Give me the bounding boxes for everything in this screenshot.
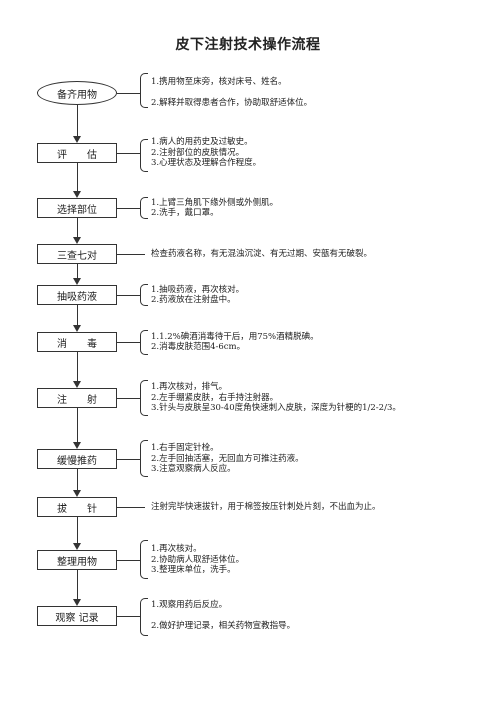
step-box: 拔 针 — [37, 497, 117, 517]
detail-line: 注射完毕快速拔针，用于棉签按压针刺处片刻，不出血为止。 — [151, 502, 381, 512]
connector-line — [117, 208, 140, 209]
step-box: 评 估 — [37, 143, 117, 163]
arrow-head — [73, 543, 81, 550]
detail-line: 1.再次核对。 — [151, 544, 202, 555]
bracket — [140, 598, 148, 636]
arrow-head — [73, 490, 81, 497]
bracket — [140, 73, 148, 108]
detail-line: 1.右手固定针栓。 — [151, 443, 219, 454]
connector-line — [117, 342, 140, 343]
detail-line: 1.1.2%碘酒消毒待干后，用75%酒精脱碘。 — [151, 331, 319, 342]
detail-line: 1.病人的用药史及过敏史。 — [151, 137, 253, 148]
detail-line: 1.再次核对，排气。 — [151, 382, 228, 393]
connector-line — [117, 93, 140, 94]
arrow-line — [77, 218, 78, 237]
arrow-line — [77, 305, 78, 325]
bracket — [140, 284, 148, 306]
step-box: 消 毒 — [37, 332, 117, 352]
bracket — [140, 540, 148, 579]
connector-line — [117, 560, 140, 561]
detail-line: 2.左手回抽活塞，无回血方可推注药液。 — [151, 453, 304, 464]
detail-line: 3.针头与皮肤呈30-40度角快速刺入皮肤，深度为针梗的1/2-2/3。 — [151, 403, 401, 414]
step-box: 三查七对 — [37, 244, 117, 264]
arrow-line — [77, 469, 78, 490]
arrow-head — [73, 278, 81, 285]
arrow-line — [77, 105, 78, 136]
arrow-line — [77, 352, 78, 381]
detail-line: 1.上臂三角肌下缘外侧或外侧肌。 — [151, 197, 279, 208]
detail-line: 3.心理状态及理解合作程度。 — [151, 158, 262, 169]
step-detail: 1.右手固定针栓。2.左手回抽活塞，无回血方可推注药液。3.注意观察病人反应。 — [151, 443, 304, 475]
arrow-head — [73, 325, 81, 332]
step-detail: 1.抽吸药液，再次核对。2.药液放在注射盘中。 — [151, 285, 244, 306]
detail-line: 1.观察用药后反应。 — [151, 600, 228, 611]
step-box: 观察 记录 — [37, 606, 117, 626]
detail-line — [151, 611, 295, 622]
step-box: 注 射 — [37, 388, 117, 408]
detail-line: 1.抽吸药液，再次核对。 — [151, 284, 245, 295]
detail-line: 2.洗手，戴口罩。 — [151, 208, 219, 218]
step-box: 选择部位 — [37, 198, 117, 218]
connector-line — [117, 254, 145, 255]
step-detail: 注射完毕快速拔针，用于棉签按压针刺处片刻，不出血为止。 — [151, 502, 381, 513]
arrow-head — [73, 136, 81, 143]
detail-line: 2.解释并取得患者合作，协助取舒适体位。 — [151, 98, 313, 109]
detail-line: 1.携用物至床旁，核对床号、姓名。 — [151, 77, 287, 88]
arrow-head — [73, 599, 81, 606]
bracket — [140, 380, 148, 416]
arrow-line — [77, 264, 78, 278]
step-box: 抽吸药液 — [37, 285, 117, 305]
step-box: 整理用物 — [37, 550, 117, 570]
step-box: 缓慢推药 — [37, 449, 117, 469]
connector-line — [117, 616, 140, 617]
step-detail: 1.上臂三角肌下缘外侧或外侧肌。2.洗手，戴口罩。 — [151, 198, 278, 219]
detail-line: 3.整理床单位，洗手。 — [151, 565, 236, 576]
step-detail: 1.再次核对。2.协助病人取舒适体位。3.整理床单位，洗手。 — [151, 544, 244, 576]
arrow-line — [77, 570, 78, 599]
step-detail: 1.再次核对，排气。2.左手绷紧皮肤，右手持注射器。3.针头与皮肤呈30-40度… — [151, 382, 401, 414]
arrow-line — [77, 517, 78, 543]
page-title: 皮下注射技术操作流程 — [175, 37, 321, 53]
step-detail: 1.携用物至床旁，核对床号、姓名。 2.解释并取得患者合作，协助取舒适体位。 — [151, 77, 312, 109]
detail-line: 2.做好护理记录，相关药物宣教指导。 — [151, 621, 296, 632]
arrow-head — [73, 381, 81, 388]
connector-line — [117, 153, 140, 154]
connector-line — [117, 398, 140, 399]
arrow-head — [73, 237, 81, 244]
detail-line: 2.左手绷紧皮肤，右手持注射器。 — [151, 392, 279, 403]
detail-line: 检查药液名称，有无混浊沉淀、有无过期、安瓿有无破裂。 — [151, 249, 373, 259]
arrow-head — [73, 442, 81, 449]
step-box: 备齐用物 — [37, 81, 117, 105]
connector-line — [117, 459, 140, 460]
detail-line: 3.注意观察病人反应。 — [151, 464, 236, 475]
arrow-head — [73, 191, 81, 198]
arrow-line — [77, 163, 78, 191]
detail-line: 2.协助病人取舒适体位。 — [151, 554, 245, 565]
bracket — [140, 440, 148, 477]
bracket — [140, 330, 148, 355]
detail-line: 2.消毒皮肤范围4-6cm。 — [151, 342, 246, 352]
step-detail: 1.病人的用药史及过敏史。2.注射部位的皮肤情况。3.心理状态及理解合作程度。 — [151, 137, 261, 169]
step-detail: 检查药液名称，有无混浊沉淀、有无过期、安瓿有无破裂。 — [151, 249, 372, 260]
detail-line: 2.注射部位的皮肤情况。 — [151, 147, 245, 158]
detail-line: 2.药液放在注射盘中。 — [151, 295, 236, 305]
bracket — [140, 197, 148, 219]
connector-line — [117, 507, 145, 508]
detail-line — [151, 88, 312, 99]
bracket — [140, 139, 148, 172]
arrow-line — [77, 408, 78, 442]
step-detail: 1.观察用药后反应。 2.做好护理记录，相关药物宣教指导。 — [151, 600, 295, 632]
step-detail: 1.1.2%碘酒消毒待干后，用75%酒精脱碘。2.消毒皮肤范围4-6cm。 — [151, 332, 319, 353]
connector-line — [117, 295, 140, 296]
